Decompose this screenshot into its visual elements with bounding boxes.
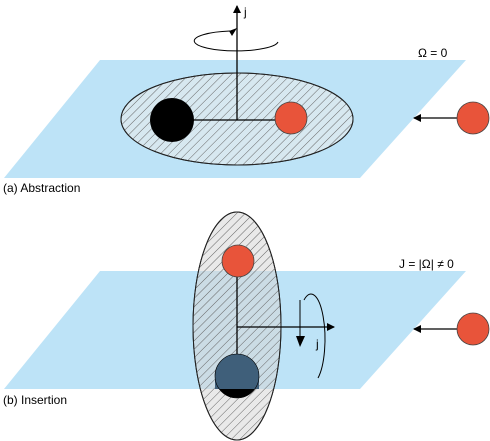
condition-label-a: Ω = 0 [418,46,448,60]
red-particle-a [274,101,308,135]
caption-a: (a) Abstraction [3,181,80,195]
black-particle-a [150,98,194,142]
incoming-red-particle-a [456,101,490,135]
rotation-arrow-a [193,30,279,52]
panel-b: j J = |Ω| ≠ 0 (b) Insertion [3,211,490,441]
axis-label-b: j [315,337,319,351]
condition-label-b: J = |Ω| ≠ 0 [399,257,454,271]
panel-a: j Ω = 0 (a) Abstraction [3,5,490,195]
blended-particle-b [215,354,259,389]
rotation-arrow-b [303,293,326,379]
caption-b: (b) Insertion [3,393,67,407]
incoming-red-particle-b [456,312,490,346]
red-particle-b [221,244,255,278]
axis-label-a: j [243,5,247,19]
